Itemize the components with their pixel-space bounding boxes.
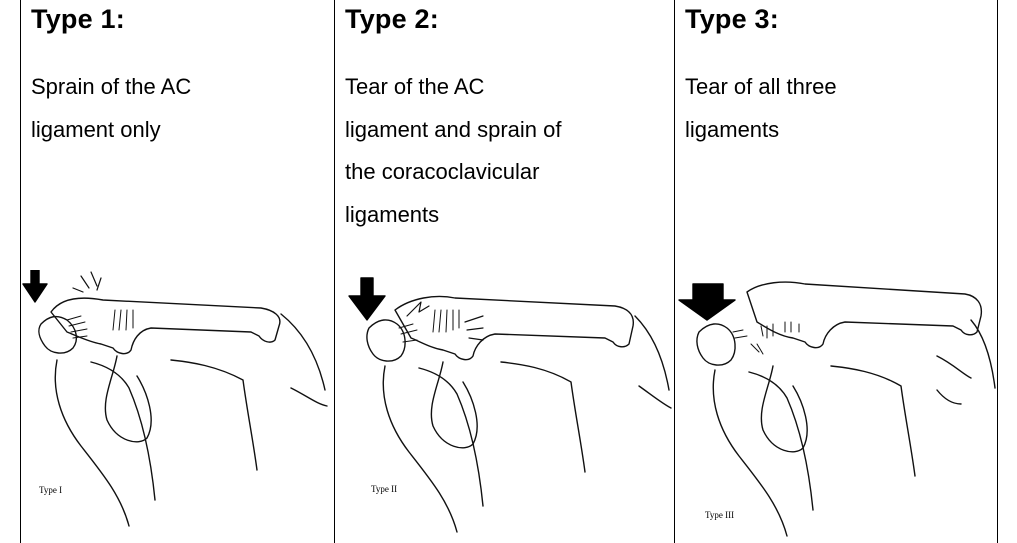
type-2-title: Type 2: <box>345 4 439 35</box>
ligament-strands <box>67 310 133 338</box>
column-divider-2 <box>674 0 675 543</box>
type-1-figure-caption: Type I <box>39 485 62 495</box>
type-2-column: Type 2: Tear of the AC ligament and spra… <box>335 0 674 543</box>
tear-marks-icon <box>407 302 483 340</box>
type-3-column: Type 3: Tear of all three ligaments Type… <box>675 0 997 543</box>
scapula-outline <box>383 362 585 532</box>
clavicle-outline <box>395 297 633 360</box>
type-3-title: Type 3: <box>685 4 779 35</box>
type-1-column: Type 1: Sprain of the AC ligament only T… <box>21 0 334 543</box>
type-3-figure-caption: Type III <box>705 510 734 520</box>
strain-marks-icon <box>73 272 101 292</box>
table-border-left <box>20 0 21 543</box>
humerus-edge <box>937 320 995 404</box>
force-arrow-icon <box>23 270 47 302</box>
clavicle-outline <box>51 298 280 353</box>
type-1-illustration: Type I <box>21 270 334 543</box>
scapula-outline <box>55 360 257 526</box>
acromion-outline <box>367 320 405 361</box>
type-2-figure-caption: Type II <box>371 484 397 494</box>
column-divider-1 <box>334 0 335 543</box>
acromion-outline <box>697 324 735 365</box>
type-1-description: Sprain of the AC ligament only <box>31 66 191 151</box>
table-border-right <box>997 0 998 543</box>
humerus-edge <box>281 314 327 406</box>
force-arrow-icon <box>679 284 735 320</box>
type-3-description: Tear of all three ligaments <box>685 66 837 151</box>
type-2-description: Tear of the AC ligament and sprain of th… <box>345 66 561 236</box>
humerus-edge <box>635 316 671 408</box>
type-1-title: Type 1: <box>31 4 125 35</box>
type-3-illustration: Type III <box>675 270 997 543</box>
type-2-illustration: Type II <box>335 270 674 543</box>
clavicle-outline <box>747 282 981 348</box>
force-arrow-icon <box>349 278 385 320</box>
acromion-outline <box>39 317 76 354</box>
coracoid-outline <box>105 356 151 442</box>
scapula-outline <box>713 366 915 536</box>
